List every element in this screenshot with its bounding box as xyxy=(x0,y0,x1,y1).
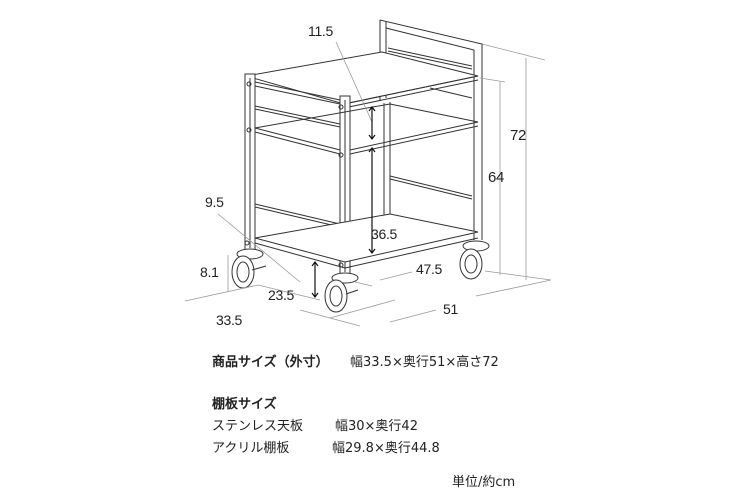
bottom-shelf xyxy=(254,213,479,269)
dimension-width: 33.5 xyxy=(216,312,243,328)
dimension-upper-gap: 9.5 xyxy=(205,194,224,210)
caster-rear-right xyxy=(459,240,490,280)
shelf-name-stainless: ステンレス天板 xyxy=(212,419,304,434)
product-size-value: 幅33.5×奥行51×高さ72 xyxy=(350,355,499,370)
dimension-shelf-spacing: 36.5 xyxy=(371,226,398,242)
dimension-full-height: 72 xyxy=(510,127,527,144)
caster-front-left xyxy=(231,248,267,289)
front-left-post xyxy=(244,73,256,251)
caster-front-right xyxy=(324,272,359,313)
cart-drawing xyxy=(184,19,552,327)
shelf-value-stainless: 幅30×奥行42 xyxy=(335,419,418,434)
product-size-label: 商品サイズ（外寸） xyxy=(212,355,329,370)
shelf-size-heading: 棚板サイズ xyxy=(212,397,277,412)
shelf-value-acrylic: 幅29.8×奥行44.8 xyxy=(332,441,440,456)
dimension-depth: 51 xyxy=(443,301,458,317)
dimension-bottom-clearance: 23.5 xyxy=(268,287,295,303)
shelf-name-acrylic: アクリル棚板 xyxy=(212,441,290,456)
handle-frame xyxy=(379,19,483,240)
unit-note: 単位/約cm xyxy=(452,475,516,490)
top-shelf xyxy=(245,51,479,109)
dimension-caster-height: 8.1 xyxy=(200,264,219,280)
dimension-shelf-height: 64 xyxy=(488,169,505,186)
dimension-shelf-depth: 47.5 xyxy=(416,261,443,277)
dimension-top-gap: 11.5 xyxy=(308,23,334,39)
